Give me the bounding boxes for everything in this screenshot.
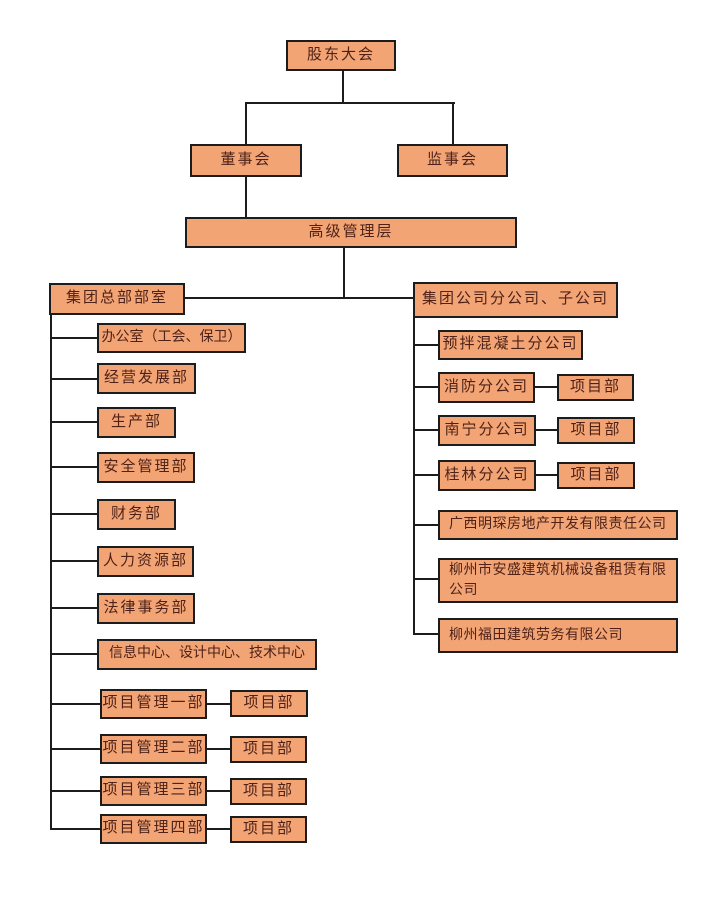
connector-branch-office <box>50 337 98 339</box>
node-project-dept-fire: 项目部 <box>557 374 634 401</box>
node-mingchen-real-estate: 广西明琛房地产开发有限责任公司 <box>438 510 678 540</box>
node-concrete-branch: 预拌混凝土分公司 <box>438 330 583 360</box>
node-project-dept-pm2: 项目部 <box>230 736 307 763</box>
node-project-mgmt-1: 项目管理一部 <box>100 689 207 719</box>
connector-branch-nanning <box>413 429 438 431</box>
connector-branch-guilin <box>413 474 438 476</box>
connector-board-to-senior <box>245 177 247 217</box>
connector-hq-trunk <box>50 315 52 830</box>
node-shareholders-meeting: 股东大会 <box>286 40 396 71</box>
connector-board-up <box>245 102 247 144</box>
connector-branch-mingchen <box>413 524 438 526</box>
node-project-dept-pm4: 项目部 <box>230 816 307 843</box>
connector-level2-horizontal <box>245 102 455 104</box>
connector-senior-down <box>343 248 345 299</box>
node-subsidiaries-header: 集团公司分公司、子公司 <box>413 282 618 318</box>
connector-root-down <box>342 71 344 103</box>
connector-nanning-project <box>536 429 557 431</box>
connector-branch-concrete <box>413 344 438 346</box>
node-info-design-tech-centers: 信息中心、设计中心、技术中心 <box>97 639 317 670</box>
connector-branch-futian <box>413 633 438 635</box>
node-project-dept-pm1: 项目部 <box>230 690 308 717</box>
node-project-dept-nanning: 项目部 <box>557 417 635 444</box>
node-project-dept-guilin: 项目部 <box>557 462 635 489</box>
connector-branch-pm1 <box>50 703 101 705</box>
connector-branch-legal <box>50 607 98 609</box>
connector-guilin-project <box>536 474 557 476</box>
node-futian-construction-labor: 柳州福田建筑劳务有限公司 <box>438 618 678 653</box>
connector-branch-pm4 <box>50 828 101 830</box>
connector-pm2-project <box>207 748 230 750</box>
connector-branch-fire <box>413 386 438 388</box>
node-human-resources: 人力资源部 <box>97 546 194 577</box>
node-production-dept: 生产部 <box>97 407 176 438</box>
connector-branch-safety <box>50 466 98 468</box>
node-nanning-branch: 南宁分公司 <box>438 415 536 446</box>
connector-pm4-project <box>207 828 230 830</box>
connector-pm1-project <box>207 703 230 705</box>
node-finance-dept: 财务部 <box>97 499 176 530</box>
connector-pm3-project <box>207 790 230 792</box>
connector-subsidiaries-trunk <box>413 318 415 635</box>
connector-branch-production <box>50 421 98 423</box>
connector-branch-pm3 <box>50 790 101 792</box>
node-office: 办公室（工会、保卫） <box>97 323 246 353</box>
connector-branch-infocenter <box>50 653 98 655</box>
node-business-development: 经营发展部 <box>97 363 196 394</box>
connector-branch-ansheng <box>413 578 438 580</box>
connector-headers-horizontal <box>185 297 413 299</box>
connector-branch-pm2 <box>50 748 101 750</box>
node-legal-affairs: 法律事务部 <box>97 593 195 624</box>
node-guilin-branch: 桂林分公司 <box>438 460 536 491</box>
node-board-of-directors: 董事会 <box>190 144 302 177</box>
connector-branch-finance <box>50 513 98 515</box>
connector-supervisory-up <box>452 102 454 144</box>
connector-fire-project <box>535 386 557 388</box>
connector-branch-hr <box>50 560 98 562</box>
node-supervisory-board: 监事会 <box>397 144 508 177</box>
node-safety-management: 安全管理部 <box>97 452 195 483</box>
node-project-mgmt-2: 项目管理二部 <box>100 734 207 764</box>
node-project-dept-pm3: 项目部 <box>230 778 307 805</box>
connector-branch-bizdev <box>50 378 98 380</box>
node-ansheng-machinery-leasing: 柳州市安盛建筑机械设备租赁有限公司 <box>438 558 678 603</box>
node-hq-departments-header: 集团总部部室 <box>49 283 185 315</box>
node-fire-protection-branch: 消防分公司 <box>438 372 535 403</box>
node-project-mgmt-4: 项目管理四部 <box>100 814 207 844</box>
node-project-mgmt-3: 项目管理三部 <box>100 776 207 806</box>
node-senior-management: 高级管理层 <box>185 217 517 248</box>
